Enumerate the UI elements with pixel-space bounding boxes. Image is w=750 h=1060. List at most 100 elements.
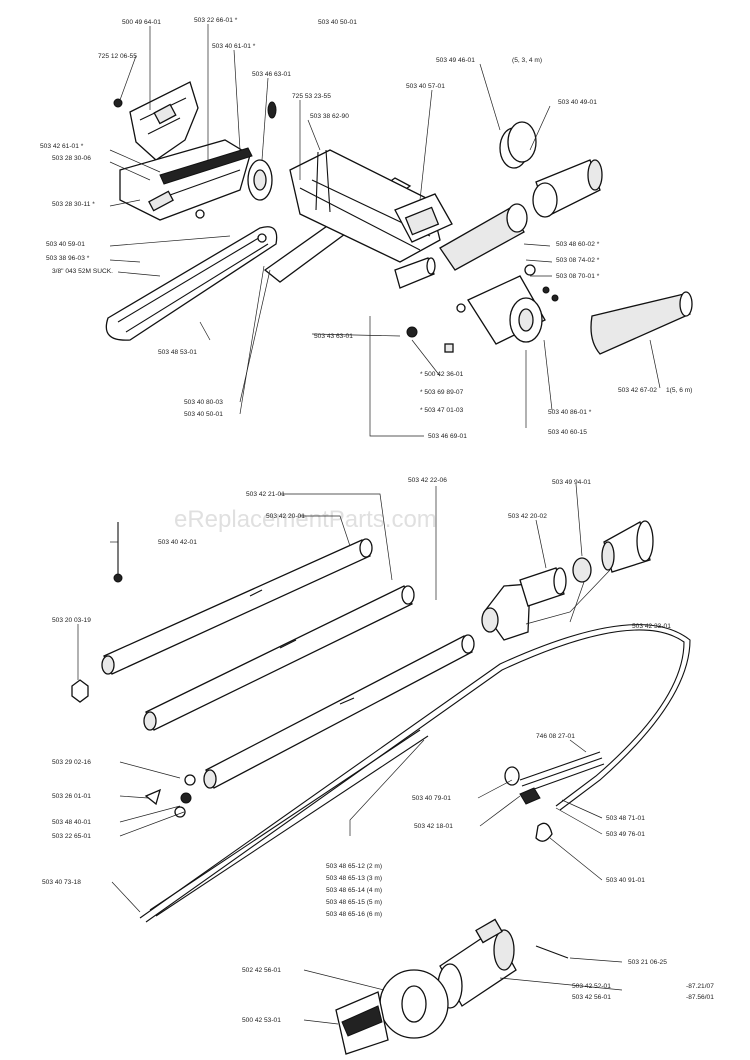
label-l11: 725 53 23-55 [292,93,331,100]
label-l35: 503 42 22-06 [408,477,447,484]
label-l53: 503 48 65-13 (3 m) [326,875,382,882]
leader-lines-lower [77,483,623,1025]
label-l08: 503 46 63-01 [252,71,291,78]
lower-bracket [335,991,389,1055]
part-labels: 500 49 64-01 503 22 66-01 * 503 40 50-01… [40,17,714,1024]
label-l21: 503 08 74-02 * [556,257,600,264]
hex-nut [71,679,89,703]
label-l48: 503 42 18-01 [414,823,453,830]
motor-head [467,275,546,345]
label-l40: 503 20 03-19 [52,617,91,624]
label-l31: 503 40 86-01 * [548,409,592,416]
gear-sprocket [379,969,449,1039]
label-l34: 503 42 21-01 [246,491,285,498]
label-l46: 503 22 65-01 [52,833,91,840]
bushing [519,567,567,607]
label-l50: 503 49 76-01 [606,831,645,838]
extension-tube-3 [203,634,475,789]
screw-lower [535,945,569,959]
label-l45: 503 48 40-01 [52,819,91,826]
label-l52: 503 48 65-12 (2 m) [326,863,382,870]
flex-cable [139,624,691,923]
label-l49: 503 48 71-01 [606,815,645,822]
clip-parts [144,774,196,818]
motor-unit [437,918,517,1009]
screw-small [113,98,123,108]
label-l44: 503 26 01-01 [52,793,91,800]
label-l37: 503 42 20-01 [266,513,305,520]
label-l01: 500 49 64-01 [122,19,161,26]
label-l19: 503 48 53-01 [158,349,197,356]
label-l26: * 500 42 36-01 [420,371,464,378]
label-l29: 503 40 80-03 [184,399,223,406]
label-l27: * 503 69 89-07 [420,389,464,396]
extension-tube-2 [143,585,415,731]
label-l17: 503 38 96-03 * [46,255,90,262]
label-l61: 503 42 56-01 [572,994,611,1001]
label-l41: 503 42 33-01 [632,623,671,630]
label-l38: 503 42 20-02 [508,513,547,520]
label-l07: (5, 3, 4 m) [512,57,542,64]
sprocket-wheel [247,101,277,201]
label-l60: 503 42 52-01 [572,983,611,990]
label-l06: 503 49 46-01 [436,57,475,64]
label-l10: 503 40 49-01 [558,99,597,106]
chain-guard-bracket [129,81,199,161]
coupling-cone [481,583,531,641]
watermark: eReplacementParts.com [174,506,437,533]
label-l57: 503 40 73-18 [42,879,81,886]
label-l58: 503 21 06-25 [628,959,667,966]
drive-shaft-tube [439,203,528,271]
label-l16: 503 40 59-01 [46,241,85,248]
ring-collar [572,557,592,583]
throttle-spring [504,751,605,842]
label-l56: 503 48 65-16 (6 m) [326,911,382,918]
label-l55: 503 48 65-15 (5 m) [326,899,382,906]
label-l03: 503 40 50-01 [318,19,357,26]
cylinder-sleeve [394,257,436,289]
label-l14: 503 28 30-06 [52,155,91,162]
pin-rod [113,522,123,583]
chain-drive-cover [119,139,253,221]
coupling-sleeve [532,159,603,218]
bolt-small [406,264,559,353]
collar-ring [499,121,537,169]
label-l15: 503 28 30-11 * [52,201,95,208]
bar-plate [148,190,205,219]
label-l30: 503 40 50-01 [184,411,223,418]
label-l13: 503 42 61-01 * [40,143,84,150]
label-l47: 503 40 79-01 [412,795,451,802]
label-l20: 503 48 60-02 * [556,241,600,248]
guide-bar [105,226,278,341]
label-l51: 503 40 91-01 [606,877,645,884]
label-l64: 500 42 53-01 [242,1017,281,1024]
label-l25: 503 43 63-01 [314,333,353,340]
label-l54: 503 48 65-14 (4 m) [326,887,382,894]
label-l22: 503 08 70-01 * [556,273,600,280]
label-l18: 3/8" 043 52M SUCK. [52,268,113,275]
label-l04: 725 12 06-55 [98,53,137,60]
label-l32: 503 46 69-01 [428,433,467,440]
label-l43: 503 29 02-16 [52,759,91,766]
label-l59: 502 42 56-01 [242,967,281,974]
hedge-blade-attachment [590,291,693,355]
label-l12: 503 38 62-90 [310,113,349,120]
leader-lines-upper [109,24,661,437]
label-l63: -87.56/01 [686,994,714,1001]
gear-housing [394,193,453,243]
end-cap [601,520,654,573]
label-l33: 503 40 60-15 [548,429,587,436]
label-l05: 503 40 61-01 * [212,43,256,50]
label-l24: 1(5, 6 m) [666,387,692,394]
label-l36: 503 49 94-01 [552,479,591,486]
label-l23: 503 42 67-02 [618,387,657,394]
label-l42: 746 08 27-01 [536,733,575,740]
boom-frame [263,149,441,283]
label-l02: 503 22 66-01 * [194,17,238,24]
extension-tube-1 [101,538,373,675]
label-l62: -87.21/07 [686,983,714,990]
label-l09: 503 40 57-01 [406,83,445,90]
label-l28: * 503 47 01-03 [420,407,464,414]
label-l39: 503 40 42-01 [158,539,197,546]
